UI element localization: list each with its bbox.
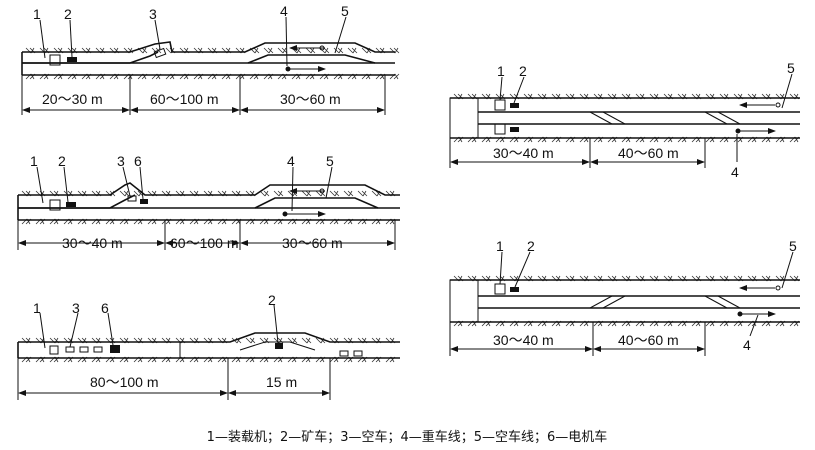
rock-hatch-mark — [287, 337, 298, 344]
mine-car-icon — [275, 343, 283, 349]
callout-2: 2 — [64, 6, 72, 22]
rock-hatch-mark — [273, 190, 284, 197]
dimension-label: 20～30 m — [42, 91, 103, 107]
rock-hatch-mark — [245, 337, 256, 344]
panel-b: 1 2 3 6 4 5 30～40 m 60～100 m 30～60 m — [17, 153, 400, 251]
rock-hatch-mark — [333, 47, 344, 54]
rock-hatch-mark — [119, 190, 130, 197]
mine-car-icon — [66, 202, 76, 207]
empty-car-icon — [127, 195, 137, 202]
callout-1: 1 — [496, 238, 504, 254]
loader-icon — [49, 199, 61, 211]
callout-1: 1 — [497, 63, 505, 79]
callout-4: 4 — [287, 153, 295, 169]
callout-6: 6 — [134, 153, 142, 169]
panel-d: 1 2 5 4 30～40 m 40～60 m — [449, 60, 800, 180]
callout-4: 4 — [743, 337, 751, 353]
callout-2: 2 — [527, 238, 535, 254]
rock-hatch-mark — [329, 190, 340, 197]
panel-c: 1 3 6 2 80～100 m 15 m — [17, 292, 400, 400]
rock-hatch-mark — [357, 190, 368, 197]
dimension-label: 60～100 m — [170, 235, 238, 251]
callout-2: 2 — [519, 63, 527, 79]
callout-1: 1 — [33, 300, 41, 316]
rock-hatch-mark — [263, 47, 274, 54]
rock-hatch-mark — [301, 190, 312, 197]
callout-5: 5 — [789, 238, 797, 254]
rock-hatch-mark — [319, 47, 330, 54]
dimension-label: 30～40 m — [493, 332, 554, 348]
dimension-label: 80～100 m — [90, 374, 158, 390]
rock-hatch-mark — [301, 337, 312, 344]
callout-4: 4 — [731, 164, 739, 180]
rock-hatch-mark — [259, 190, 270, 197]
electric-locomotive-icon — [140, 199, 148, 204]
panel-a: 1 2 3 4 5 20～30 m 60～100 m 30～60 m — [21, 3, 395, 115]
figure-caption: 1—装载机；2—矿车；3—空车；4—重车线；5—空车线；6—电机车 — [207, 429, 608, 445]
electric-locomotive-icon — [110, 345, 120, 353]
callout-2: 2 — [268, 292, 276, 308]
dimension-label: 40～60 m — [618, 332, 679, 348]
dimension-label: 60～100 m — [150, 91, 218, 107]
callout-1: 1 — [33, 6, 41, 22]
rock-hatch-mark — [343, 190, 354, 197]
callout-1: 1 — [30, 153, 38, 169]
empty-car-icon — [153, 47, 167, 59]
callout-5: 5 — [326, 153, 334, 169]
loader-icon — [49, 345, 59, 355]
dimension-label: 15 m — [266, 374, 297, 390]
callout-5: 5 — [787, 60, 795, 76]
dimension-label: 30～40 m — [493, 145, 554, 161]
callout-3: 3 — [149, 6, 157, 22]
rock-hatch-mark — [347, 47, 358, 54]
dimension-label: 30～40 m — [62, 235, 123, 251]
dimension-label: 30～60 m — [282, 235, 343, 251]
callout-6: 6 — [101, 300, 109, 316]
rock-hatch-mark — [277, 47, 288, 54]
callout-3: 3 — [117, 153, 125, 169]
empty-car-train-icon — [65, 346, 103, 353]
loader-icon — [49, 54, 61, 66]
dimension-label: 30～60 m — [280, 91, 341, 107]
rock-hatch-mark — [291, 47, 302, 54]
mine-car-icon — [67, 57, 77, 62]
dimension-label: 40～60 m — [618, 145, 679, 161]
callout-3: 3 — [72, 300, 80, 316]
panel-e: 1 2 5 4 30～40 m 40～60 m — [449, 238, 800, 356]
rock-hatching — [21, 47, 800, 363]
callout-4: 4 — [280, 3, 288, 19]
callout-2: 2 — [58, 153, 66, 169]
rock-hatch-mark — [305, 47, 316, 54]
callout-5: 5 — [341, 3, 349, 19]
